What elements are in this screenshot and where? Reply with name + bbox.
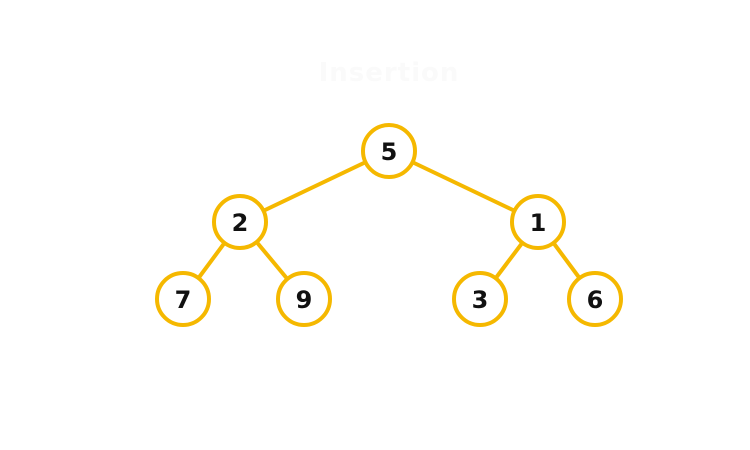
node-label: 5: [381, 138, 398, 166]
tree-node-9: 9: [276, 271, 332, 327]
node-circle: [155, 271, 211, 327]
node-label: 9: [296, 286, 313, 314]
node-label: 7: [175, 286, 192, 314]
node-circle: [212, 194, 268, 250]
tree-node-6: 6: [567, 271, 623, 327]
diagram-caption: Insertion: [318, 58, 460, 88]
node-circle: [276, 271, 332, 327]
node-label: 6: [587, 286, 604, 314]
node-circle: [361, 123, 417, 179]
tree-node-3: 3: [452, 271, 508, 327]
node-label: 2: [232, 209, 249, 237]
tree-node-1: 1: [510, 194, 566, 250]
node-circle: [452, 271, 508, 327]
tree-node-5: 5: [361, 123, 417, 179]
tree-node-7: 7: [155, 271, 211, 327]
node-circle: [567, 271, 623, 327]
node-label: 1: [530, 209, 547, 237]
node-label: 3: [472, 286, 489, 314]
tree-node-2: 2: [212, 194, 268, 250]
node-circle: [510, 194, 566, 250]
